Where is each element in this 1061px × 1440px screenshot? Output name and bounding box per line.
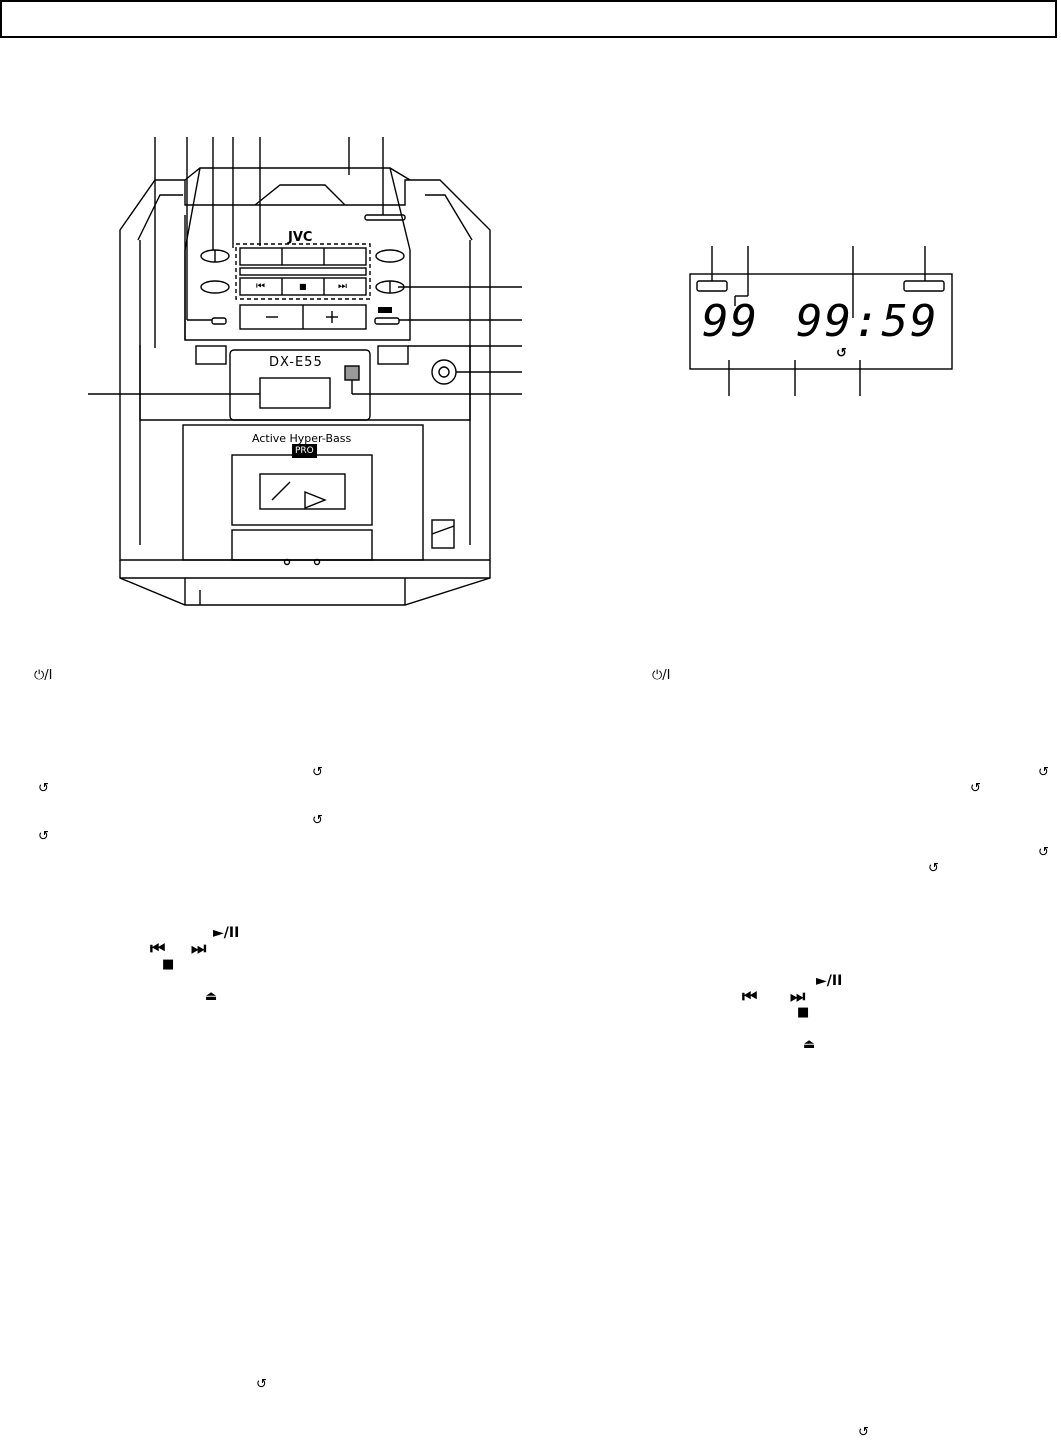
- left-next-icon: ⏭: [191, 939, 207, 959]
- unit-stop-icon: ■: [299, 282, 307, 291]
- left-repeat-icon-2: ↺: [38, 781, 49, 796]
- left-power-icon: ⏻/I: [34, 668, 53, 683]
- page-header-box: [0, 0, 1057, 38]
- right-prev-icon: ⏮: [742, 987, 758, 1007]
- right-repeat-icon-2: ↺: [970, 781, 981, 796]
- brand-logo: JVC: [288, 230, 313, 245]
- right-repeat-icon-1: ↺: [1038, 765, 1049, 780]
- left-stop-icon: ■: [162, 957, 175, 972]
- tagline-badge: PRO: [292, 444, 317, 458]
- display-time-digits: 99:59: [796, 296, 939, 347]
- left-prev-icon: ⏮: [150, 939, 166, 959]
- right-repeat-icon-4: ↺: [928, 861, 939, 876]
- display-window-diagram: [689, 246, 953, 396]
- right-eject-icon: ⏏: [803, 1037, 816, 1052]
- left-repeat-icon-4: ↺: [38, 829, 49, 844]
- left-eject-icon: ⏏: [205, 989, 218, 1004]
- tagline-label: Active Hyper-Bass: [252, 432, 352, 445]
- left-repeat-icon-1: ↺: [312, 765, 323, 780]
- unit-next-icon: ⏭: [338, 281, 347, 292]
- right-play-pause-icon: ►/II: [816, 973, 843, 989]
- model-label: DX-E55: [269, 355, 323, 370]
- right-power-icon: ⏻/I: [652, 668, 671, 683]
- right-repeat-icon-3: ↺: [1038, 845, 1049, 860]
- display-track-digits: 99: [702, 296, 759, 347]
- right-stop-icon: ■: [797, 1005, 810, 1020]
- unit-prev-icon: ⏮: [256, 281, 265, 292]
- display-repeat-icon: ↺: [836, 346, 847, 361]
- left-repeat-icon-3: ↺: [312, 813, 323, 828]
- left-play-pause-icon: ►/II: [213, 925, 240, 941]
- right-repeat-icon-5: ↺: [858, 1425, 869, 1440]
- right-next-icon: ⏭: [790, 987, 806, 1007]
- left-repeat-icon-5: ↺: [256, 1377, 267, 1392]
